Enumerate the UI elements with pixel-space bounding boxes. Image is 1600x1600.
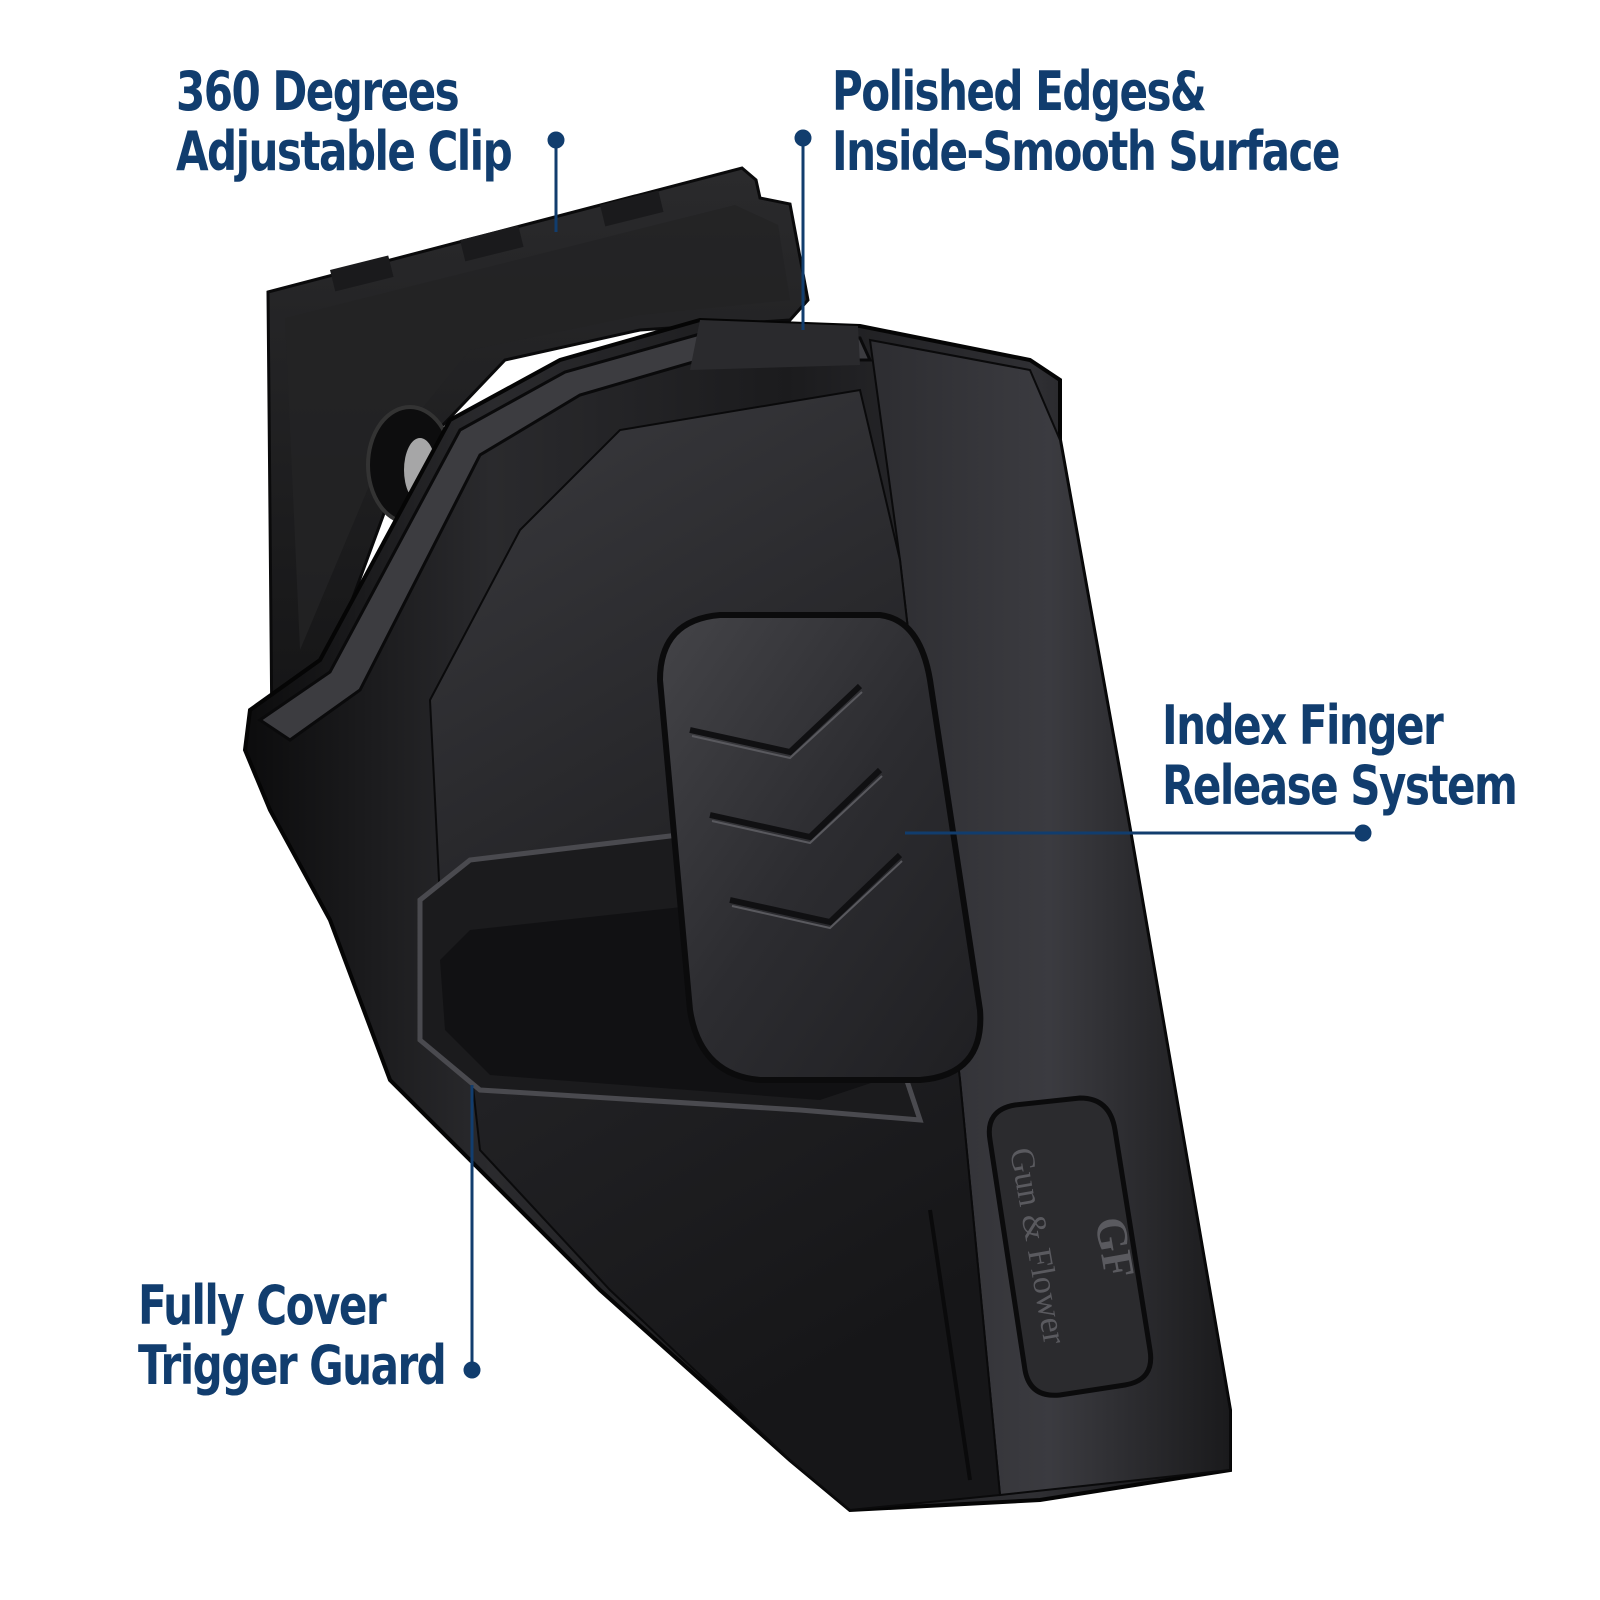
callout-release-line2: Release System xyxy=(1162,754,1518,817)
callout-release-line1: Index Finger xyxy=(1162,694,1444,757)
callout-clip-line1: 360 Degrees xyxy=(176,60,460,123)
callout-adjustable-clip: 360 Degrees Adjustable Clip xyxy=(176,60,513,183)
leader-lines xyxy=(463,129,1372,1379)
leader-dot-guard xyxy=(463,1361,481,1379)
callout-release-system: Index Finger Release System xyxy=(1162,694,1518,817)
callout-clip-line2: Adjustable Clip xyxy=(176,120,513,183)
leader-dot-clip xyxy=(547,131,565,149)
leader-dot-edges xyxy=(794,129,812,147)
brand-logo: GF xyxy=(1085,1213,1144,1282)
callout-polished-edges: Polished Edges& Inside-Smooth Surface xyxy=(832,60,1340,183)
callout-guard-line1: Fully Cover xyxy=(138,1274,387,1337)
callout-edges-line2: Inside-Smooth Surface xyxy=(832,120,1340,183)
leader-dot-release xyxy=(1354,824,1372,842)
callout-edges-line1: Polished Edges& xyxy=(832,60,1207,123)
brand-plate: GF Gun & Flower xyxy=(986,1095,1154,1398)
callout-trigger-guard: Fully Cover Trigger Guard xyxy=(138,1274,447,1397)
release-button-pad xyxy=(656,612,984,1083)
callout-guard-line2: Trigger Guard xyxy=(138,1334,447,1397)
